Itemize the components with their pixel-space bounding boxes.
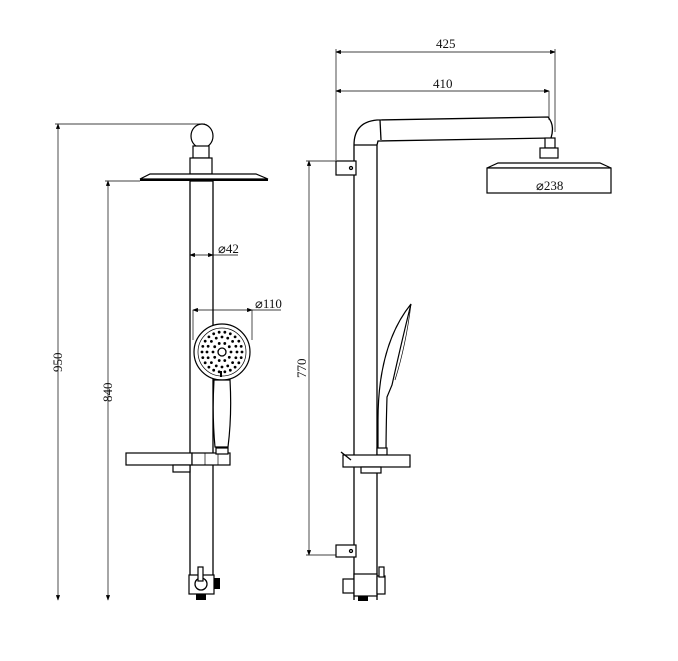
- dim-label-425: 425: [436, 36, 456, 51]
- wall-bracket-bottom: [335, 544, 357, 558]
- nozzle-dot: [237, 339, 241, 343]
- nozzle-dot: [235, 350, 239, 354]
- diverter-valve-side: [342, 566, 386, 601]
- nozzle-dot: [211, 350, 215, 354]
- nozzle-dot: [206, 344, 210, 348]
- nozzle-dot: [223, 370, 227, 374]
- overhead-shower-front: [139, 123, 269, 181]
- dimension-handshower-diameter: ⌀110: [192, 296, 282, 340]
- nozzle-dot: [217, 370, 221, 374]
- nozzle-dot: [213, 345, 217, 349]
- nozzle-dot: [207, 335, 211, 339]
- diverter-valve-front: [188, 566, 220, 600]
- nozzle-dot: [223, 342, 227, 345]
- dim-label-950: 950: [50, 353, 65, 373]
- nozzle-dot: [203, 361, 207, 365]
- dimension-pipe-diameter: ⌀42: [189, 241, 239, 258]
- nozzle-dot: [201, 356, 205, 360]
- nozzle-dot: [234, 344, 238, 348]
- nozzle-dot: [227, 345, 231, 349]
- nozzle-dot: [239, 356, 243, 360]
- hand-shower-side: [376, 303, 412, 456]
- dimension-950: 950: [50, 123, 205, 601]
- nozzle-dot: [223, 359, 227, 362]
- nozzle-dot: [207, 365, 211, 369]
- front-view: 950 840 ⌀42 ⌀110: [50, 123, 282, 601]
- nozzle-dot: [239, 344, 243, 348]
- nozzle-dot: [231, 339, 235, 343]
- side-view: 425 410 770 ⌀238: [294, 36, 612, 601]
- dim-label-42: ⌀42: [218, 241, 239, 256]
- nozzle-dot: [220, 335, 224, 339]
- dimension-425: 425: [335, 36, 556, 160]
- overhead-shower-side: ⌀238: [486, 137, 612, 194]
- nozzle-dot: [214, 364, 218, 368]
- dimension-770: 770: [294, 160, 340, 556]
- nozzle-dot: [227, 355, 231, 359]
- nozzle-dot: [212, 368, 216, 372]
- soap-dish-front: [125, 447, 231, 473]
- nozzle-dot: [200, 350, 204, 354]
- dim-label-770: 770: [294, 359, 309, 379]
- nozzle-dot: [231, 361, 235, 365]
- hand-shower-front: [193, 323, 251, 448]
- nozzle-dot: [213, 355, 217, 359]
- nozzle-dot: [226, 364, 230, 368]
- dimension-410: 410: [335, 76, 550, 120]
- nozzle-dot: [226, 336, 230, 340]
- nozzle-dot: [240, 350, 244, 354]
- nozzle-dot: [206, 356, 210, 360]
- nozzle-dot: [228, 332, 232, 336]
- nozzle-dot: [209, 361, 213, 365]
- nozzle-dot: [237, 361, 241, 365]
- nozzle-dot: [212, 332, 216, 336]
- nozzle-dot: [233, 365, 237, 369]
- dim-label-410: 410: [433, 76, 453, 91]
- nozzle-dot: [220, 365, 224, 369]
- wall-bracket-top: [335, 160, 357, 176]
- nozzle-dot: [203, 339, 207, 343]
- dimension-840: 840: [100, 180, 140, 601]
- nozzle-dot: [214, 336, 218, 340]
- nozzle-dot: [229, 350, 233, 354]
- nozzle-dot: [234, 356, 238, 360]
- nozzle-dot: [223, 330, 227, 334]
- nozzle-dot: [228, 368, 232, 372]
- riser-pipe-front: [189, 180, 214, 592]
- nozzle-dot: [217, 342, 221, 345]
- nozzle-dot: [217, 330, 221, 334]
- dim-label-840: 840: [100, 383, 115, 403]
- nozzle-dot: [233, 335, 237, 339]
- nozzle-dot: [209, 339, 213, 343]
- dim-label-110: ⌀110: [255, 296, 282, 311]
- nozzle-dot: [201, 344, 205, 348]
- nozzle-dot: [205, 350, 209, 354]
- nozzle-dot: [217, 359, 221, 362]
- soap-dish-side: [340, 451, 411, 474]
- dim-label-238: ⌀238: [536, 178, 563, 193]
